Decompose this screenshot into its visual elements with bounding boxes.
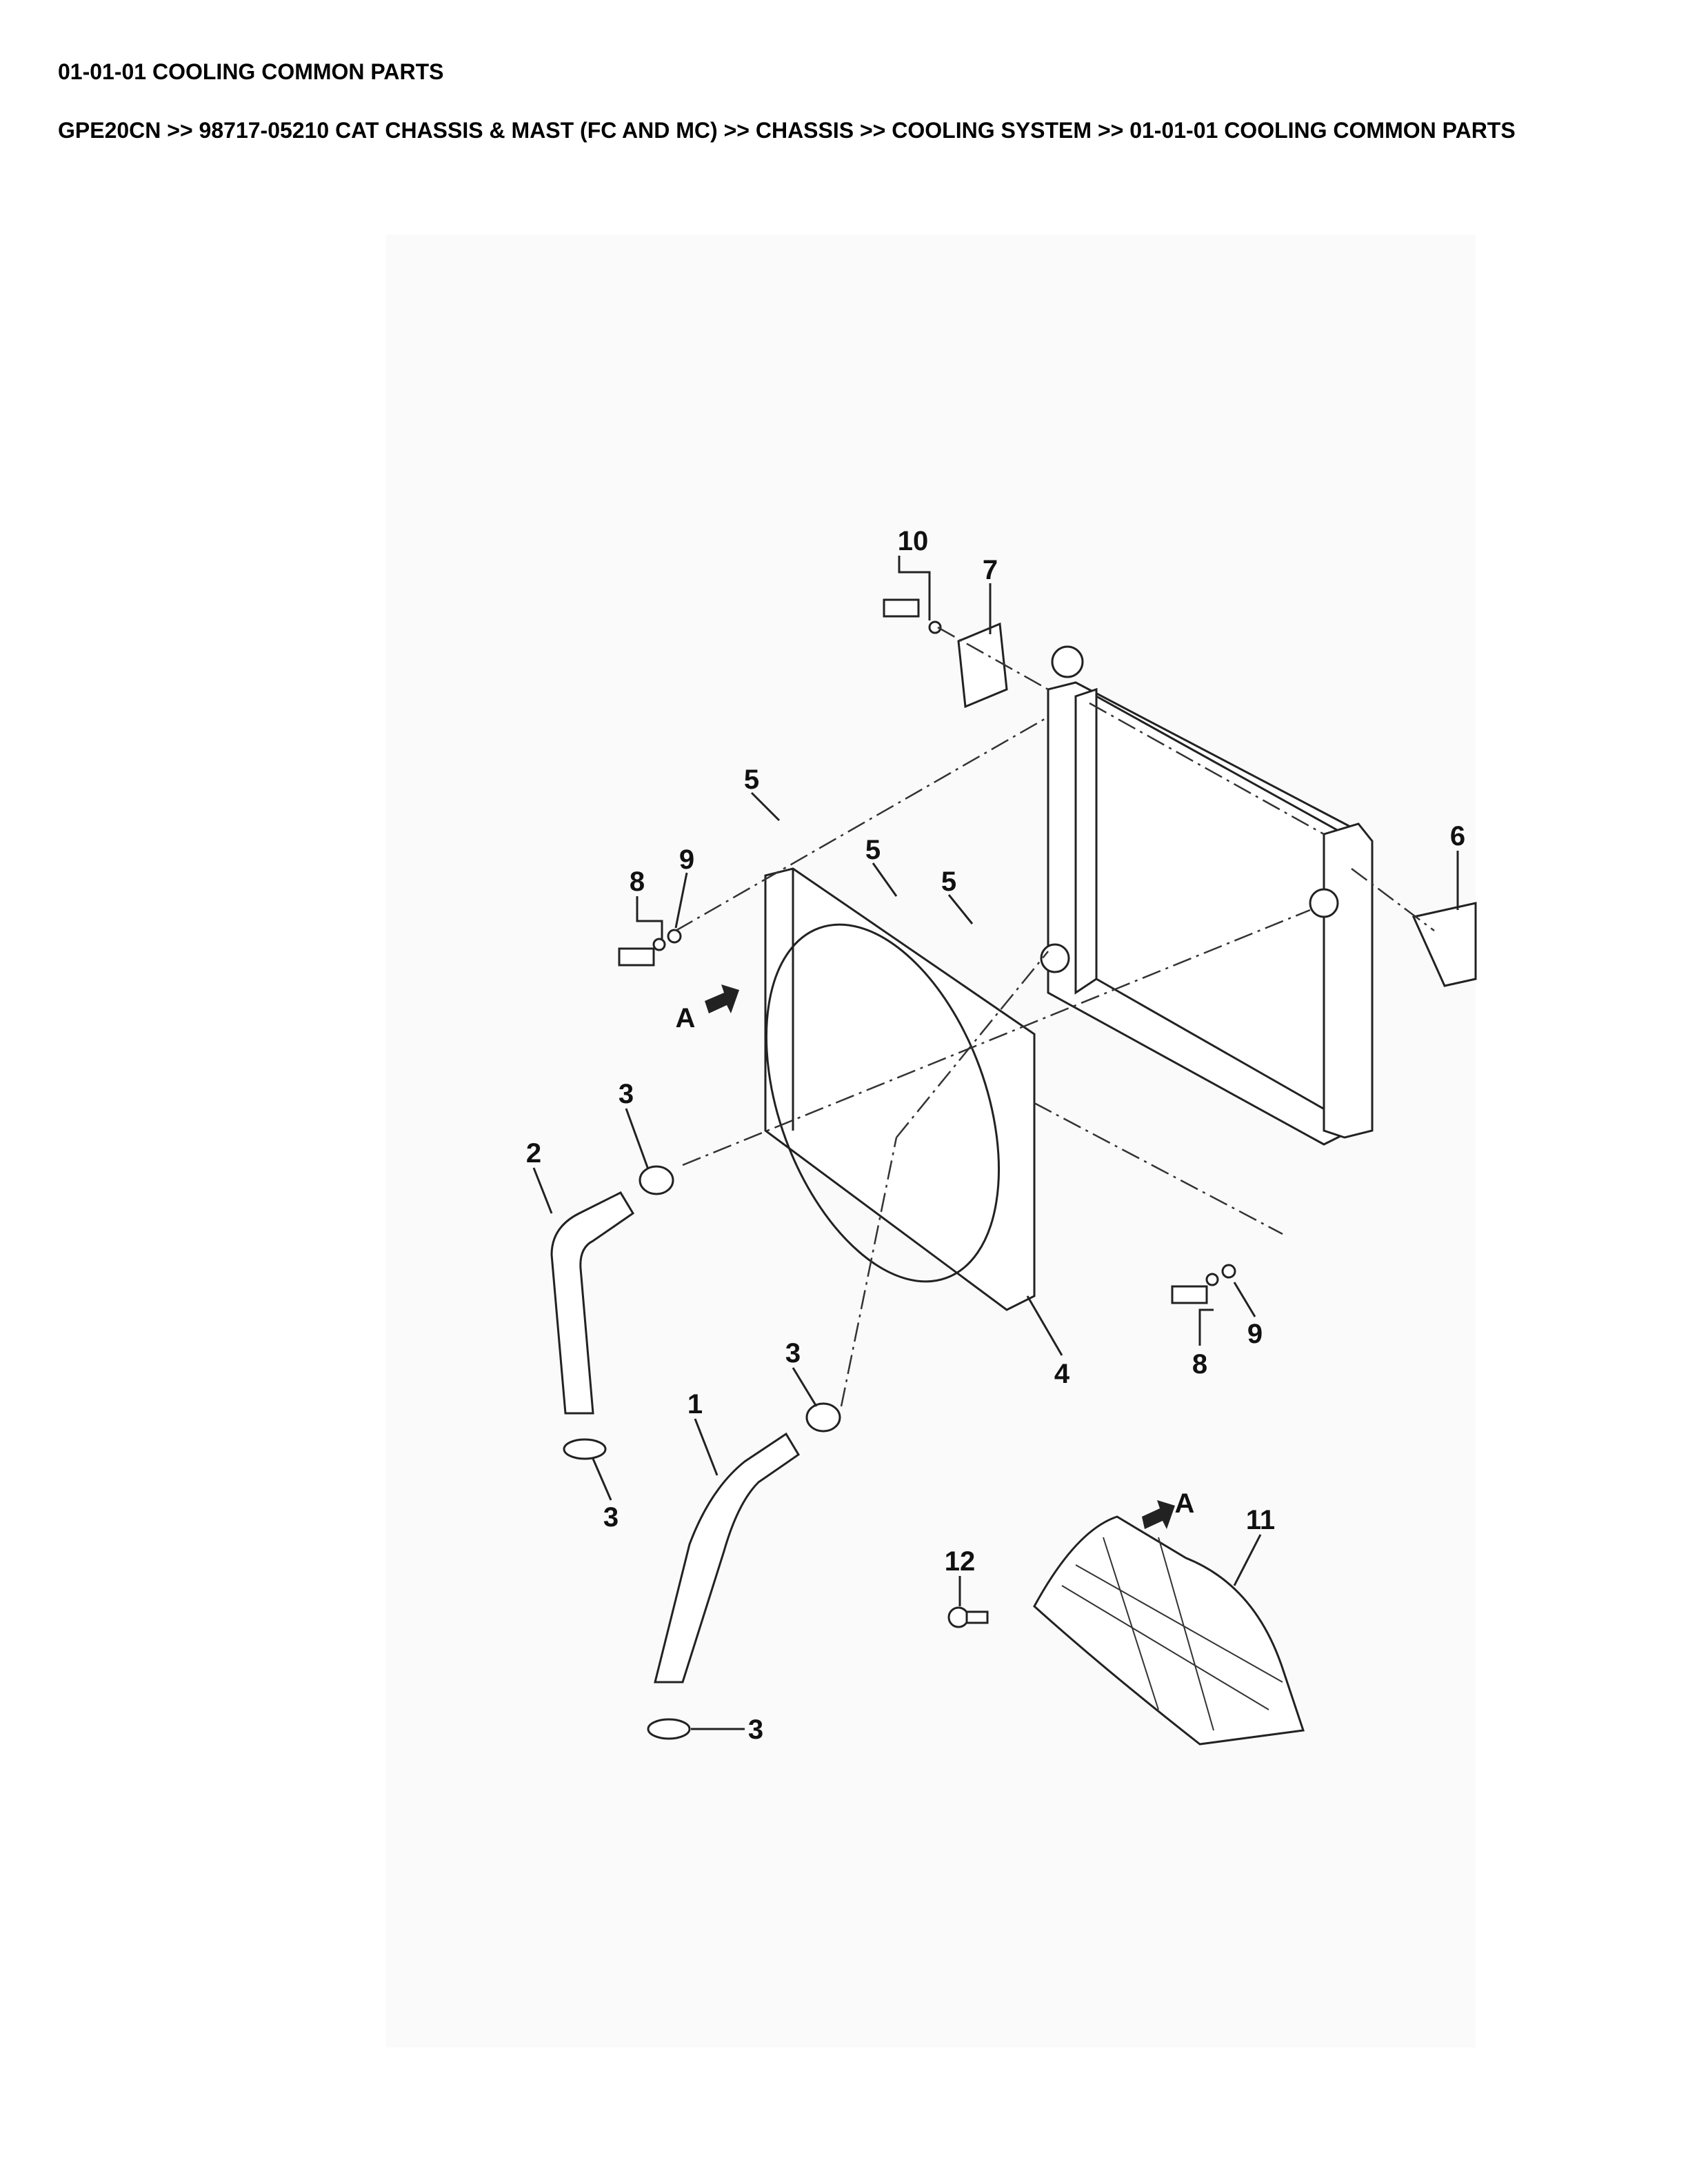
callout-5[interactable]: 5 <box>744 765 759 795</box>
fan-guard-11[interactable] <box>1033 1515 1305 1746</box>
callout-8[interactable]: 8 <box>1192 1349 1207 1379</box>
callout-10[interactable]: 10 <box>898 526 929 556</box>
upper-hose-2[interactable] <box>550 1191 635 1415</box>
fan-shroud[interactable] <box>722 867 1044 1313</box>
callout-2[interactable]: 2 <box>526 1138 541 1169</box>
bolt-8-lower[interactable] <box>1171 1264 1236 1304</box>
leader-lines <box>532 556 1459 1730</box>
hose-clamp[interactable] <box>647 1718 691 1740</box>
grid-lines <box>1061 1537 1283 1731</box>
view-a-label: A <box>676 1003 696 1033</box>
callout-12[interactable]: 12 <box>945 1546 976 1577</box>
callout-3[interactable]: 3 <box>785 1338 801 1368</box>
callout-5[interactable]: 5 <box>941 867 956 897</box>
radiator[interactable] <box>1040 645 1374 1146</box>
assembly-lines <box>675 626 1435 1407</box>
rivet-12[interactable] <box>947 1606 989 1628</box>
breadcrumb: GPE20CN >> 98717-05210 CAT CHASSIS & MAS… <box>58 118 1516 143</box>
callout-9[interactable]: 9 <box>1247 1319 1263 1349</box>
bolt-10[interactable] <box>883 598 942 634</box>
callout-5[interactable]: 5 <box>865 835 881 865</box>
bracket-6[interactable] <box>1411 902 1477 987</box>
view-a-label: A <box>1175 1488 1195 1519</box>
callout-6[interactable]: 6 <box>1450 821 1465 851</box>
callout-7[interactable]: 7 <box>983 555 998 585</box>
callout-8[interactable]: 8 <box>630 867 645 897</box>
page-title: 01-01-01 COOLING COMMON PARTS <box>58 59 444 84</box>
callout-3[interactable]: 3 <box>619 1079 634 1109</box>
lower-hose-1[interactable] <box>654 1432 801 1684</box>
callout-3[interactable]: 3 <box>748 1715 763 1745</box>
hose-clamp[interactable] <box>639 1165 674 1195</box>
hose-clamp[interactable] <box>805 1402 841 1433</box>
callout-1[interactable]: 1 <box>687 1389 703 1419</box>
callout-9[interactable]: 9 <box>679 845 694 875</box>
callout-4[interactable]: 4 <box>1054 1359 1070 1389</box>
callout-11[interactable]: 11 <box>1246 1505 1275 1535</box>
view-arrow-icon <box>705 984 739 1013</box>
hose-clamp[interactable] <box>563 1438 607 1460</box>
callout-3[interactable]: 3 <box>603 1502 619 1533</box>
bracket-7[interactable] <box>957 622 1008 709</box>
bolt-8-upper[interactable] <box>618 929 682 967</box>
view-arrow-icon <box>1142 1500 1175 1529</box>
